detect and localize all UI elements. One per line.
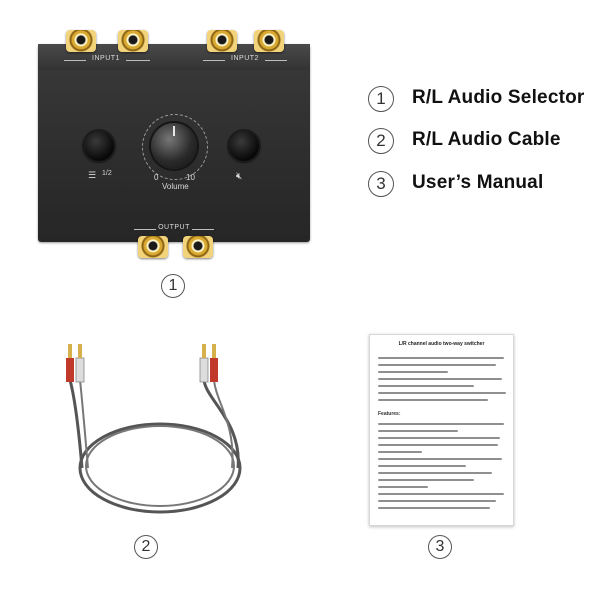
input2-jack-r (207, 30, 237, 52)
list-label-1: R/L Audio Selector (412, 87, 585, 108)
item1-number: 1 (168, 277, 178, 294)
port-line (265, 60, 287, 61)
volume-label: Volume (162, 182, 189, 191)
item2-marker: 2 (134, 535, 158, 559)
input1-label: INPUT1 (92, 55, 120, 62)
manual-text-line (378, 399, 488, 401)
manual-text-line (378, 507, 490, 509)
manual-text-line (378, 500, 496, 502)
output-jack-r (138, 236, 168, 258)
manual-title: L/R channel audio two-way switcher (398, 341, 485, 347)
list-number-2: 2 (376, 131, 386, 150)
cable-lead-left-1 (68, 379, 84, 469)
volume-max-label: 10 (186, 173, 195, 182)
manual-text-line (378, 486, 428, 488)
manual-text-line (378, 493, 504, 495)
cable-lead-left-2 (79, 379, 89, 469)
input2-label: INPUT2 (231, 55, 259, 62)
plug-red-left (66, 358, 74, 382)
port-line (64, 60, 86, 61)
list-number-1: 1 (376, 89, 386, 108)
manual-text-line (378, 430, 458, 432)
manual-text-line (378, 479, 474, 481)
manual-text-line (378, 371, 448, 373)
item2-number: 2 (141, 538, 151, 555)
knob-indicator (173, 126, 175, 136)
manual-features-heading: Features: (378, 411, 401, 417)
plug-white-left (75, 357, 85, 383)
plug-tip-right-white (202, 344, 206, 358)
input2-jack-l (254, 30, 284, 52)
list-marker-2: 2 (368, 128, 394, 154)
mute-button[interactable] (229, 131, 259, 161)
input-switch-button[interactable] (84, 131, 114, 161)
plug-tip-left-red (68, 344, 72, 358)
cable-coil-inner (85, 425, 235, 507)
manual-text-line (378, 392, 506, 394)
manual-text-line (378, 357, 504, 359)
plug-tip-left-white (78, 344, 82, 358)
plug-white-right (199, 357, 209, 383)
manual-text-line (378, 378, 502, 380)
plug-red-right (210, 358, 218, 382)
list-marker-1: 1 (368, 86, 394, 112)
port-line (134, 229, 156, 230)
switch-icon: ☰ (88, 170, 97, 180)
item3-number: 3 (435, 538, 445, 555)
item1-marker: 1 (161, 274, 185, 298)
switch-label: 1/2 (102, 170, 112, 177)
manual-text-line (378, 458, 502, 460)
mute-icon: 🔇︎ (236, 171, 243, 182)
rca-cable-image (66, 344, 242, 514)
cable-lead-right-1 (202, 379, 240, 469)
manual-text-line (378, 465, 466, 467)
port-line (192, 229, 214, 230)
manual-text-line (378, 385, 474, 387)
list-label-2: R/L Audio Cable (412, 129, 561, 150)
cable-lead-right-2 (213, 379, 234, 469)
manual-text-line (378, 423, 504, 425)
output-label: OUTPUT (158, 224, 190, 231)
volume-min-label: 0 (154, 173, 159, 182)
manual-text-line (378, 444, 498, 446)
output-jack-l (183, 236, 213, 258)
list-label-3: User’s Manual (412, 172, 544, 193)
list-number-3: 3 (376, 174, 386, 193)
manual-text-line (378, 437, 500, 439)
input1-jack-l (118, 30, 148, 52)
user-manual-sheet: L/R channel audio two-way switcher Featu… (369, 334, 514, 526)
port-line (203, 60, 225, 61)
manual-text-line (378, 364, 496, 366)
list-marker-3: 3 (368, 171, 394, 197)
manual-text-line (378, 472, 492, 474)
plug-tip-right-red (212, 344, 216, 358)
input1-jack-r (66, 30, 96, 52)
cable-coil-outer (78, 422, 242, 514)
volume-scale-ring (142, 114, 208, 180)
manual-text-line (378, 451, 422, 453)
port-line (126, 60, 150, 61)
item3-marker: 3 (428, 535, 452, 559)
